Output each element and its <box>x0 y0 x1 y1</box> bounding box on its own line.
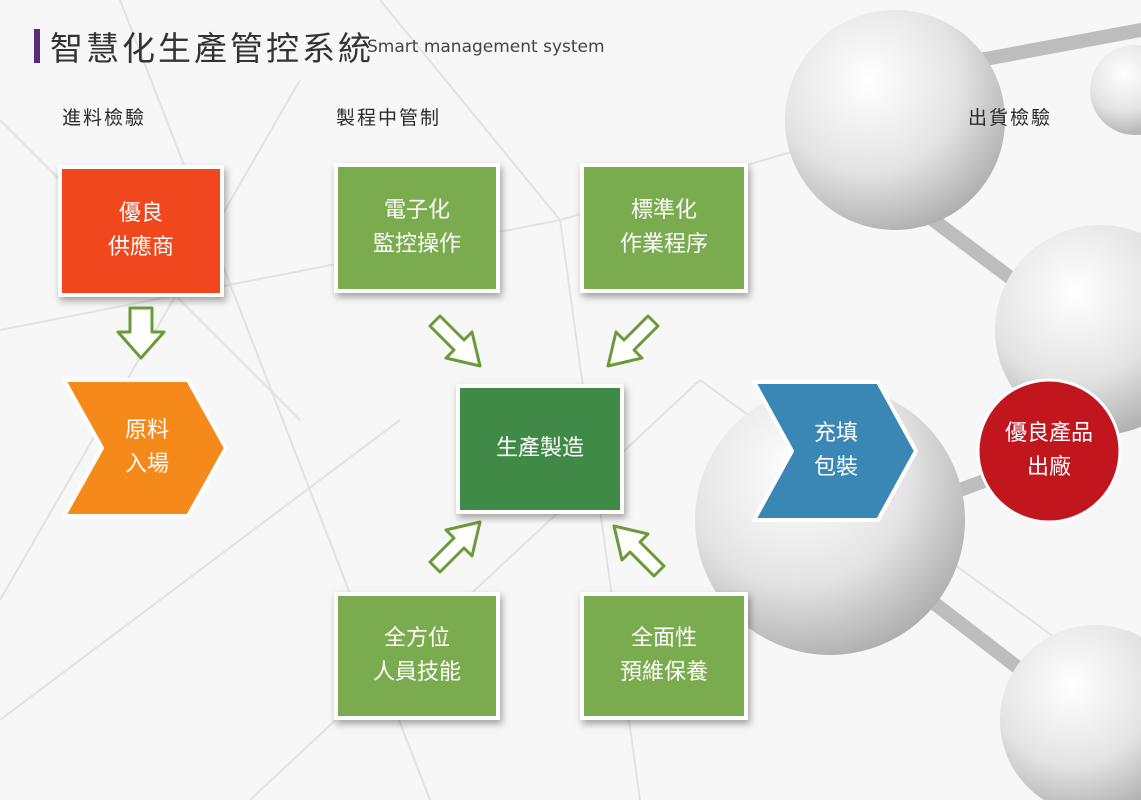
node-skills-line2: 人員技能 <box>372 660 461 685</box>
title-accent-bar <box>34 29 40 63</box>
node-standard-line1: 標準化 <box>630 198 697 223</box>
node-product-line1: 優良產品 <box>1004 421 1093 446</box>
node-raw-material <box>62 378 228 518</box>
node-raw-material-text: 原料 入場 <box>102 376 192 520</box>
down-arrow-icon <box>116 306 166 360</box>
node-supplier: 優良 供應商 <box>58 165 224 297</box>
node-product-line2: 出廠 <box>1026 455 1071 480</box>
node-maintenance-line1: 全面性 <box>630 626 697 651</box>
node-preventive-maintenance: 全面性 預維保養 <box>580 592 748 720</box>
node-staff-skills: 全方位 人員技能 <box>334 592 500 720</box>
node-standard-procedure: 標準化 作業程序 <box>580 163 748 293</box>
node-electronic-line2: 監控操作 <box>372 232 461 257</box>
node-electronic-monitoring: 電子化 監控操作 <box>334 163 500 293</box>
node-packaging-line1: 充填 <box>813 421 858 446</box>
node-final-product-text: 優良產品 出廠 <box>974 376 1124 526</box>
node-maintenance-line2: 預維保養 <box>619 660 708 685</box>
node-production-label: 生產製造 <box>495 436 584 461</box>
section-label-outgoing: 出貨檢驗 <box>968 107 1053 129</box>
arrow-up-right-icon <box>428 520 482 574</box>
section-label-process: 製程中管制 <box>336 107 442 129</box>
page-subtitle: Smart management system <box>367 37 605 57</box>
arrow-up-left-icon <box>612 524 666 578</box>
node-supplier-line2: 供應商 <box>107 235 174 260</box>
node-electronic-line1: 電子化 <box>383 198 450 223</box>
node-packaging-text: 充填 包裝 <box>790 378 882 524</box>
node-supplier-line1: 優良 <box>118 201 163 226</box>
section-label-incoming: 進料檢驗 <box>62 107 147 129</box>
page-title: 智慧化生產管控系統 <box>50 29 374 68</box>
node-skills-line1: 全方位 <box>383 626 450 651</box>
node-packaging-line2: 包裝 <box>813 455 858 480</box>
arrow-down-right-icon <box>428 314 482 368</box>
node-raw-material-line1: 原料 <box>124 418 169 443</box>
node-raw-material-line2: 入場 <box>124 452 169 477</box>
node-standard-line2: 作業程序 <box>619 232 708 257</box>
node-final-product <box>976 378 1122 524</box>
node-packaging <box>752 380 918 522</box>
arrow-down-left-icon <box>606 314 660 368</box>
node-production: 生產製造 <box>456 384 624 514</box>
